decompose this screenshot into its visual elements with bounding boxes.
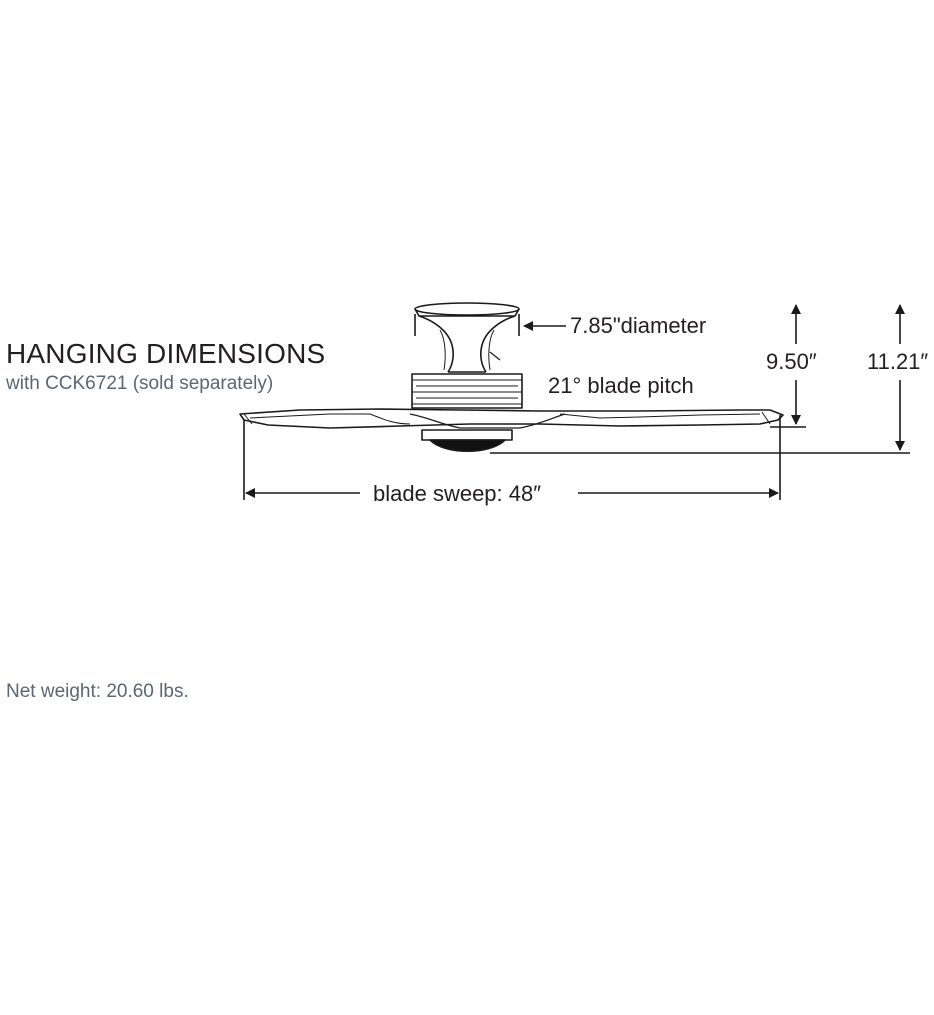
dimension-lines	[243, 304, 910, 500]
motor-housing	[411, 373, 523, 409]
canopy-diameter-label: 7.85"diameter	[570, 313, 707, 338]
section-title: HANGING DIMENSIONS	[6, 338, 326, 369]
overall-height-label: 11.21″	[867, 349, 929, 374]
blade-pitch-label: 21° blade pitch	[548, 373, 694, 398]
blade-sweep-label: blade sweep: 48″	[373, 481, 542, 506]
light-kit	[421, 429, 513, 453]
blades	[239, 408, 784, 429]
section-subtitle: with CCK6721 (sold separately)	[6, 373, 274, 394]
net-weight: Net weight: 20.60 lbs.	[6, 681, 189, 702]
canopy	[414, 302, 520, 373]
fan-drawing	[239, 302, 784, 453]
height-to-blade-label: 9.50″	[766, 349, 817, 374]
